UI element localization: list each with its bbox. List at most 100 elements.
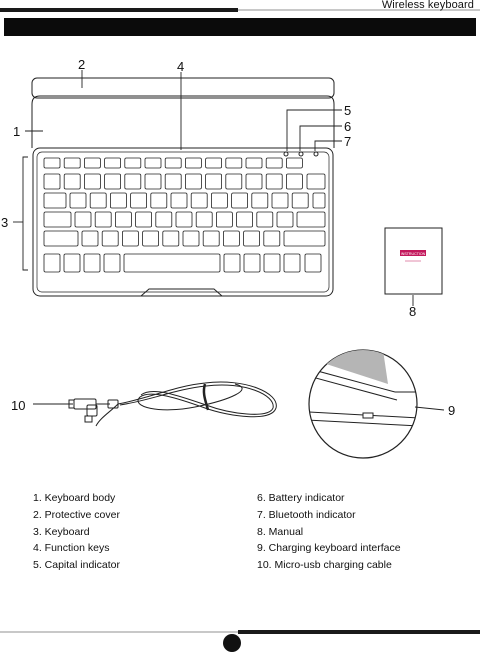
callout-3: 3 (1, 215, 8, 230)
keyboard-key (266, 158, 282, 168)
keyboard-body (32, 96, 334, 148)
keyboard-key (95, 212, 111, 227)
page-number-dot (223, 634, 241, 652)
keyboard-key (244, 254, 260, 272)
capital-indicator-led (284, 152, 288, 156)
keyboard-key (185, 174, 201, 189)
bluetooth-indicator-led (314, 152, 318, 156)
footer-rule-light (0, 631, 238, 633)
legend-item: 9. Charging keyboard interface (257, 540, 401, 557)
keyboard-key (115, 212, 131, 227)
keyboard-key (104, 254, 120, 272)
keyboard-key (165, 158, 181, 168)
keyboard-key (105, 174, 121, 189)
legend-right-column: 6. Battery indicator 7. Bluetooth indica… (257, 490, 401, 574)
keyboard-stand-notch (141, 289, 222, 296)
keyboard-inner-frame (37, 152, 329, 292)
callout-numbers: 2 4 1 5 6 7 3 8 9 10 (1, 57, 455, 418)
keyboard-key (44, 174, 60, 189)
keyboard-key (203, 231, 219, 246)
keyboard-key (232, 193, 248, 208)
protective-cover (32, 78, 334, 98)
keyboard-base (33, 148, 333, 296)
keyboard-key (64, 158, 80, 168)
legend-item: 4. Function keys (33, 540, 120, 557)
keyboard-key (246, 158, 262, 168)
keyboard-key (122, 231, 138, 246)
keyboard-key (75, 212, 91, 227)
charging-cable (69, 382, 276, 426)
keyboard-key (176, 212, 192, 227)
keyboard-key (145, 174, 161, 189)
keyboard-key (313, 193, 325, 208)
keyboard-key (305, 254, 321, 272)
keyboard-key (286, 158, 302, 168)
keyboard-key (226, 174, 242, 189)
keyboard-key (136, 212, 152, 227)
callout-10: 10 (11, 398, 25, 413)
keyboard-key (44, 231, 78, 246)
callout-6: 6 (344, 119, 351, 134)
keyboard-key (84, 174, 100, 189)
keyboard-key (206, 174, 222, 189)
keyboard-key (277, 212, 293, 227)
manual-cover-text: INSTRUCTION (401, 252, 426, 256)
legend-item: 10. Micro-usb charging cable (257, 557, 401, 574)
legend-item: 2. Protective cover (33, 507, 120, 524)
keyboard-key (246, 174, 262, 189)
keyboard-key (156, 212, 172, 227)
keyboard-key (171, 193, 187, 208)
keyboard-key (110, 193, 126, 208)
keyboard-key (206, 158, 222, 168)
callout-9: 9 (448, 403, 455, 418)
callout-4: 4 (177, 59, 184, 74)
keyboard-key (44, 158, 60, 168)
keyboard-key (272, 193, 288, 208)
keyboard-key (145, 158, 161, 168)
keyboard-key (284, 254, 300, 272)
callout-8: 8 (409, 304, 416, 319)
keyboard-key (264, 231, 280, 246)
keyboard-key (257, 212, 273, 227)
battery-indicator-led (299, 152, 303, 156)
keyboard-key (102, 231, 118, 246)
legend-item: 6. Battery indicator (257, 490, 401, 507)
legend-left-column: 1. Keyboard body 2. Protective cover 3. … (33, 490, 120, 574)
keyboard-key (237, 212, 253, 227)
charging-interface-detail (306, 348, 420, 458)
keyboard-key (84, 158, 100, 168)
callout-2: 2 (78, 57, 85, 72)
legend-item: 7. Bluetooth indicator (257, 507, 401, 524)
keyboard-key (223, 231, 239, 246)
keyboard-key (125, 158, 141, 168)
footer-rule-dark (238, 630, 480, 634)
keyboard-key (191, 193, 207, 208)
keyboard-key (284, 231, 325, 246)
keyboard-key (64, 174, 80, 189)
keyboard-key (64, 254, 80, 272)
keyboard-key (105, 158, 121, 168)
keyboard-key (44, 212, 71, 227)
keyboard-key (151, 193, 167, 208)
keyboard-key (183, 231, 199, 246)
keyboard-key (226, 158, 242, 168)
keyboard-key (163, 231, 179, 246)
keyboard-key (165, 174, 181, 189)
legend-item: 8. Manual (257, 524, 401, 541)
keyboard-key (124, 254, 220, 272)
keyboard-key (297, 212, 325, 227)
keyboard-keys (44, 158, 325, 272)
legend-item: 1. Keyboard body (33, 490, 120, 507)
callout-7: 7 (344, 134, 351, 149)
keyboard-key (90, 193, 106, 208)
keyboard-key (143, 231, 159, 246)
keyboard-key (224, 254, 240, 272)
keyboard-key (292, 193, 308, 208)
keyboard-key (44, 254, 60, 272)
keyboard-key (185, 158, 201, 168)
keyboard-key (131, 193, 147, 208)
callout-1: 1 (13, 124, 20, 139)
keyboard-key (244, 231, 260, 246)
keyboard-key (264, 254, 280, 272)
keyboard-key (125, 174, 141, 189)
